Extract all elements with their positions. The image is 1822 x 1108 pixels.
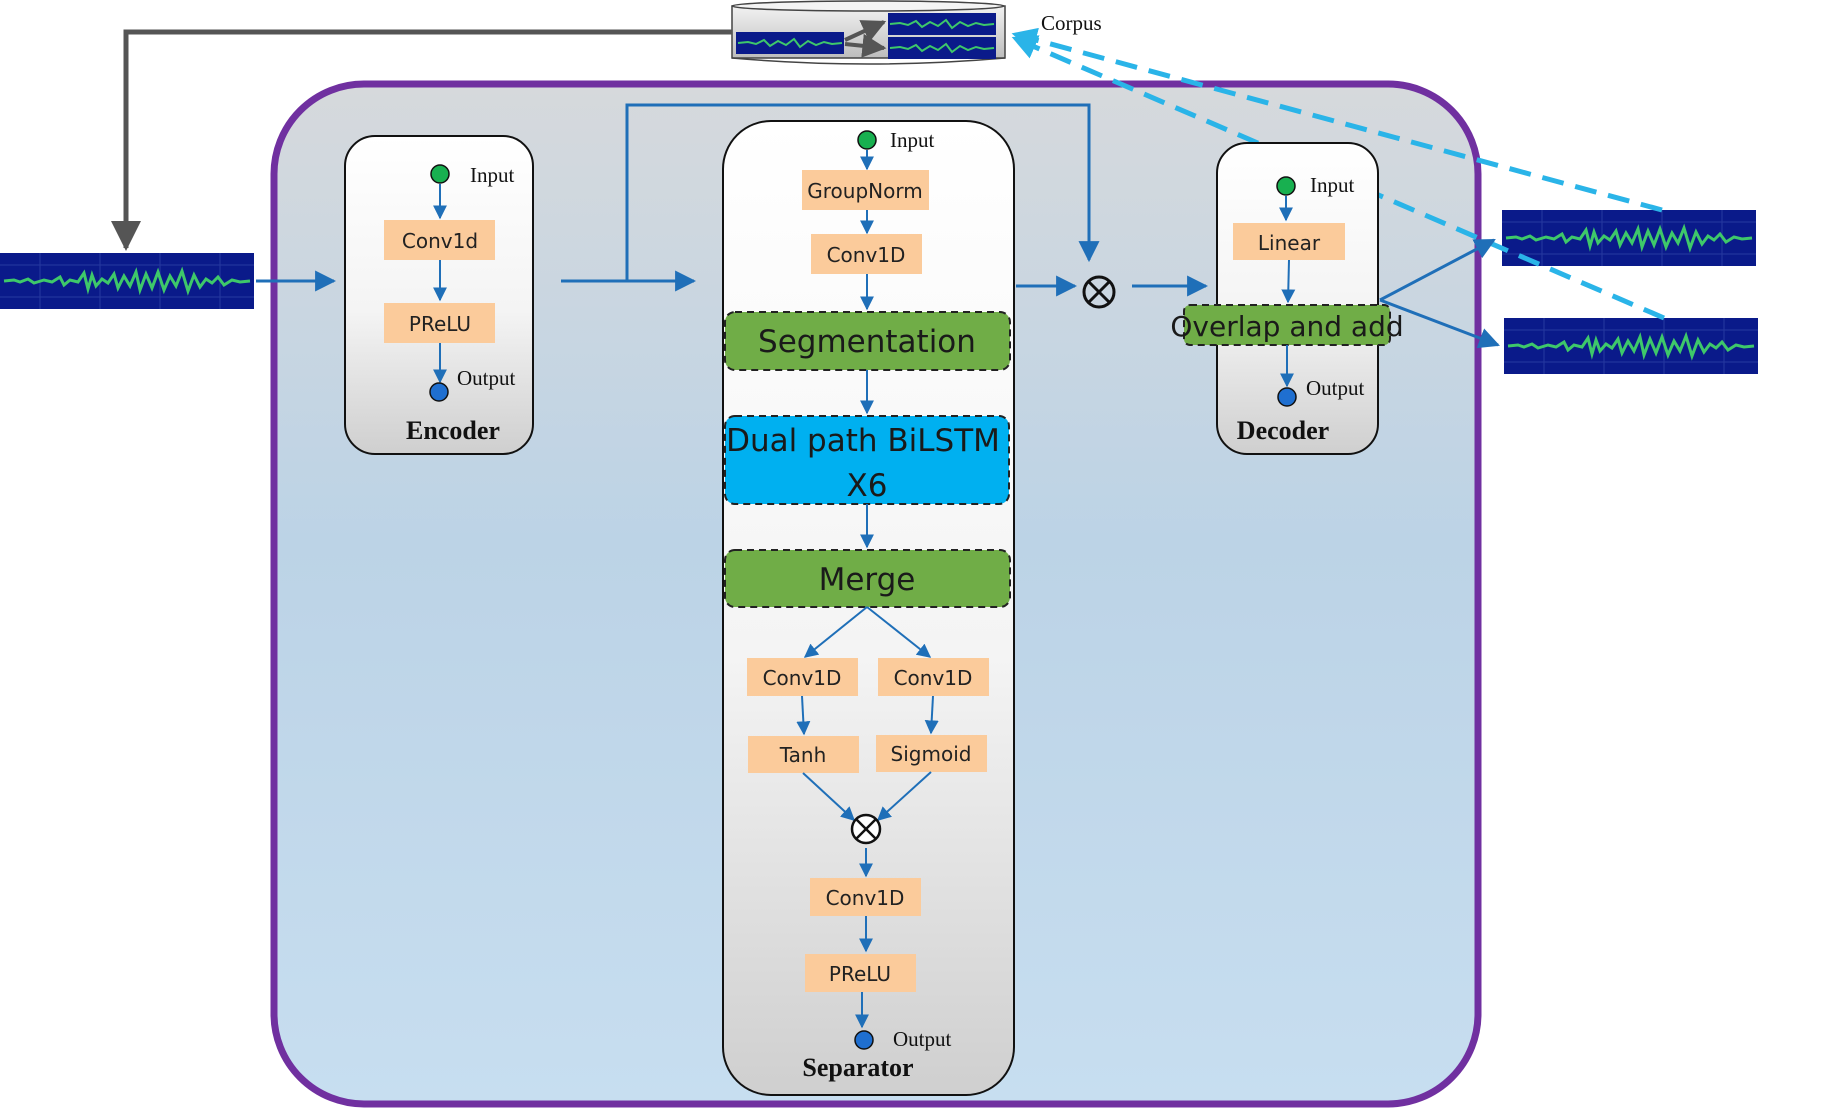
encoder-conv1d-box [384,220,495,260]
linear-box [1233,223,1345,260]
encoder-input-dot [430,164,450,184]
encoder-title: Encoder [406,416,500,445]
encoder-conv1d-label: Conv1d [402,229,478,253]
corpus-waveform-mixture [735,31,845,55]
decoder-panel [1216,142,1379,455]
encoder-output-dot [429,382,449,402]
merge-to-left-branch-arrow [803,606,868,658]
merge-label: Merge [819,562,916,598]
sigmoid-to-multiply-arrow [876,771,932,821]
separator-prelu-label: PReLU [829,962,891,986]
tanh-box [748,736,859,773]
decoder-output-label: Output [1306,376,1365,400]
segmentation-label: Segmentation [758,324,976,360]
output-source-1-waveform [1500,208,1758,268]
left-branch-arrow [796,695,811,736]
gating-multiply-node [850,813,882,845]
tanh-to-multiply-arrow [802,772,856,821]
decoder-arrow-2 [1281,259,1296,304]
decoder-to-output1-arrow [1379,238,1496,302]
decoder-to-output2-arrow [1379,298,1500,349]
right-conv1d-label: Conv1D [894,666,973,690]
output-source-2-waveform [1502,316,1760,376]
tanh-label: Tanh [779,743,827,767]
groupnorm-label: GroupNorm [807,179,922,203]
left-conv1d-label: Conv1D [763,666,842,690]
skip-connection-arrow [625,103,1100,281]
separator-output-label: Output [893,1027,952,1051]
encoder-prelu-box [384,303,495,343]
merge-box [724,549,1011,608]
corpus-label: Corpus [1041,11,1102,35]
groupnorm-box [802,170,929,210]
encoder-output-label: Output [457,366,516,390]
separator-output-dot [854,1030,874,1050]
corpus-waveform-source-2 [887,36,997,60]
segmentation-box [724,311,1011,371]
separator-conv1d-bottom-label: Conv1D [826,886,905,910]
corpus-to-input-arrow [111,29,732,251]
corpus-cylinder [731,0,1006,65]
input-mixture-waveform [0,251,256,311]
encoder-prelu-label: PReLU [409,312,471,336]
decoder-output-dot [1277,387,1297,407]
separator-conv1d-top-box [811,234,922,274]
linear-label: Linear [1258,231,1321,255]
separator-title: Separator [802,1053,913,1082]
right-branch-arrow [924,695,939,735]
right-conv1d-box [878,658,989,696]
separator-conv1d-top-label: Conv1D [827,243,906,267]
dual-path-bilstm-label: Dual path BiLSTM [726,423,1000,459]
separator-input-dot [857,130,877,150]
corpus-waveform-source-1 [887,12,997,36]
left-conv1d-box [747,658,858,696]
decoder-title: Decoder [1237,416,1329,445]
decoder-input-label: Input [1310,173,1354,197]
separator-prelu-box [805,954,916,992]
output1-to-corpus-dashed-arrow [1011,27,1663,213]
dual-path-repeat-label: X6 [847,468,888,504]
decoder-input-dot [1276,176,1296,196]
separator-input-label: Input [890,128,934,152]
sigmoid-label: Sigmoid [891,742,972,766]
overlap-add-label: Overlap and add [1170,310,1403,343]
merge-to-right-branch-arrow [866,606,932,658]
mask-multiply-node [1082,275,1116,309]
sigmoid-box [876,735,987,772]
separator-conv1d-bottom-box [810,878,921,916]
encoder-input-label: Input [470,163,514,187]
